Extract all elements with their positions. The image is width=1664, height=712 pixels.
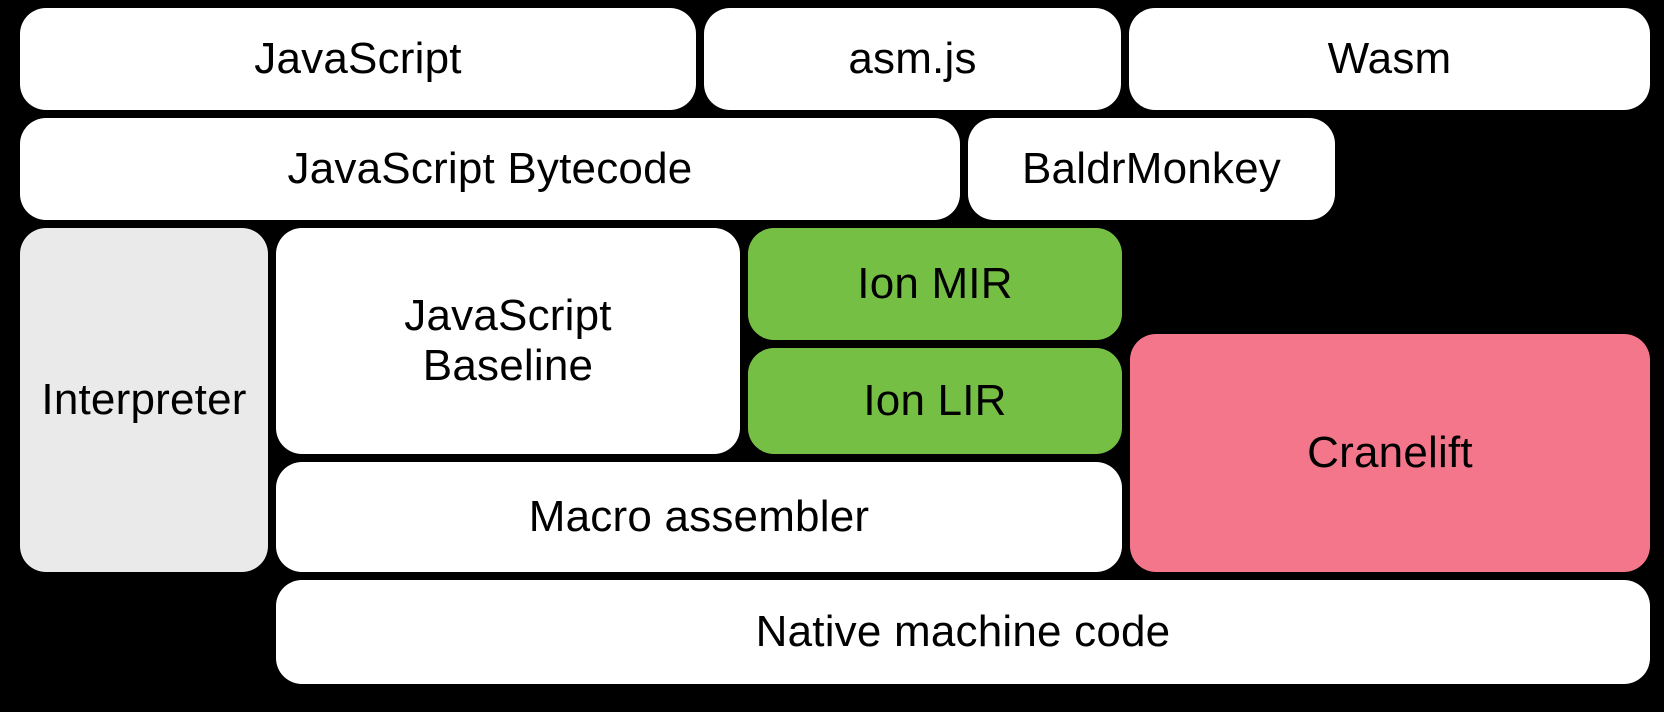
node-label-native-machine-code: Native machine code xyxy=(755,606,1171,656)
node-asmjs: asm.js xyxy=(704,8,1121,110)
node-cranelift: Cranelift xyxy=(1130,334,1650,572)
node-javascript-baseline: JavaScript Baseline xyxy=(276,228,740,454)
node-label-javascript-bytecode: JavaScript Bytecode xyxy=(287,143,693,193)
node-label-wasm: Wasm xyxy=(1327,33,1452,83)
node-ion-lir: Ion LIR xyxy=(748,348,1122,454)
node-label-ion-lir: Ion LIR xyxy=(863,375,1007,425)
node-javascript: JavaScript xyxy=(20,8,696,110)
node-label-baldrmonkey: BaldrMonkey xyxy=(1022,143,1281,193)
node-macro-assembler: Macro assembler xyxy=(276,462,1122,572)
node-javascript-bytecode: JavaScript Bytecode xyxy=(20,118,960,220)
node-native-machine-code: Native machine code xyxy=(276,580,1650,684)
node-interpreter: Interpreter xyxy=(20,228,268,572)
node-label-interpreter: Interpreter xyxy=(41,374,247,424)
node-baldrmonkey: BaldrMonkey xyxy=(968,118,1335,220)
node-label-javascript: JavaScript xyxy=(254,33,462,83)
node-label-ion-mir: Ion MIR xyxy=(857,258,1013,308)
node-label-macro-assembler: Macro assembler xyxy=(528,491,870,541)
node-label-asmjs: asm.js xyxy=(848,33,977,83)
node-label-javascript-baseline: JavaScript Baseline xyxy=(404,290,612,390)
node-wasm: Wasm xyxy=(1129,8,1650,110)
node-label-cranelift: Cranelift xyxy=(1307,427,1473,477)
node-ion-mir: Ion MIR xyxy=(748,228,1122,340)
